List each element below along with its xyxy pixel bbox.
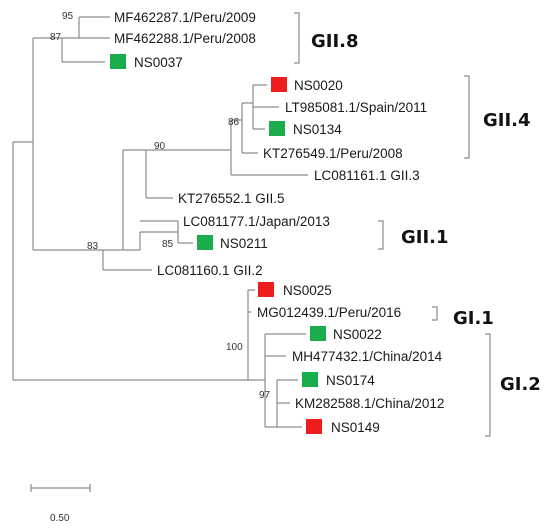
leaf-label-ns0174: NS0174 <box>326 373 375 388</box>
bracket-gi1 <box>432 306 438 321</box>
scale-bar: 0.50 <box>30 484 91 524</box>
leaf-label-ns0022: NS0022 <box>333 327 382 342</box>
leaf-label-kt276549: KT276549.1/Peru/2008 <box>263 146 403 161</box>
leaf-label-mg012439: MG012439.1/Peru/2016 <box>257 305 401 320</box>
red-square-marker-ns0020 <box>271 77 287 92</box>
group-label-gii8: GII.8 <box>311 31 359 52</box>
bootstrap-values: 95 87 86 90 85 83 100 97 <box>50 11 271 401</box>
leaf-label-ns0149: NS0149 <box>331 420 380 435</box>
bootstrap-97: 97 <box>259 390 271 401</box>
green-square-marker-ns0037 <box>110 54 126 69</box>
scale-bar-label: 0.50 <box>50 513 70 524</box>
leaf-label-lc081160: LC081160.1 GII.2 <box>157 263 263 278</box>
bracket-gii4 <box>464 75 470 159</box>
branch-gii-mid <box>122 149 146 251</box>
branch-gii-lower <box>102 249 152 271</box>
leaf-label-ns0037: NS0037 <box>134 55 183 70</box>
bootstrap-95: 95 <box>62 11 74 22</box>
branch-gii1 <box>139 220 193 250</box>
bracket-gii1 <box>378 220 384 250</box>
leaf-label-ns0025: NS0025 <box>283 283 332 298</box>
leaf-label-km282588: KM282588.1/China/2012 <box>295 396 444 411</box>
branch-gii4-inner <box>252 84 279 130</box>
leaf-label-lt985081: LT985081.1/Spain/2011 <box>285 100 427 115</box>
branch-gii8 <box>61 16 110 63</box>
group-label-gi1: GI.1 <box>453 308 494 329</box>
bootstrap-87: 87 <box>50 32 62 43</box>
leaf-label-mf462288: MF462288.1/Peru/2008 <box>114 31 256 46</box>
group-label-gii4: GII.4 <box>483 110 531 131</box>
branch-gii-main <box>32 37 103 251</box>
group-brackets <box>294 12 491 437</box>
green-square-marker-ns0211 <box>197 235 213 250</box>
bracket-gi2 <box>485 333 491 437</box>
branch-gi2-inner <box>276 379 302 428</box>
leaf-label-ns0020: NS0020 <box>294 78 343 93</box>
green-square-marker-ns0022 <box>310 326 326 341</box>
leaf-labels: MF462287.1/Peru/2009 MF462288.1/Peru/200… <box>114 10 444 435</box>
tree-branches <box>12 16 308 428</box>
leaf-label-kt276552: KT276552.1 GII.5 <box>178 191 285 206</box>
red-square-marker-ns0149 <box>306 419 322 434</box>
leaf-label-mh477432: MH477432.1/China/2014 <box>292 349 443 364</box>
bootstrap-90: 90 <box>154 141 166 152</box>
bootstrap-85: 85 <box>162 239 174 250</box>
branch-root <box>12 141 248 381</box>
bracket-gii8 <box>294 12 300 64</box>
scale-bar-line <box>30 484 91 492</box>
leaf-markers <box>110 54 326 434</box>
bootstrap-83: 83 <box>87 241 99 252</box>
leaf-label-lc081177: LC081177.1/Japan/2013 <box>183 214 330 229</box>
green-square-marker-ns0174 <box>302 372 318 387</box>
bootstrap-100: 100 <box>226 342 243 353</box>
branch-gii45 <box>145 149 231 199</box>
green-square-marker-ns0134 <box>269 121 285 136</box>
leaf-label-ns0211: NS0211 <box>220 236 268 251</box>
group-names: GII.8 GII.4 GII.1 GI.1 GI.2 <box>311 31 541 395</box>
group-label-gii1: GII.1 <box>401 227 449 248</box>
leaf-label-mf462287: MF462287.1/Peru/2009 <box>114 10 256 25</box>
branch-gii43 <box>230 119 308 176</box>
bootstrap-86: 86 <box>228 117 240 128</box>
group-label-gi2: GI.2 <box>500 374 541 395</box>
branch-gi-main <box>247 289 265 381</box>
branch-gi2 <box>264 333 306 428</box>
red-square-marker-ns0025 <box>258 282 274 297</box>
leaf-label-ns0134: NS0134 <box>293 122 342 137</box>
branch-gii4 <box>241 102 258 154</box>
leaf-label-lc081161: LC081161.1 GII.3 <box>314 168 420 183</box>
